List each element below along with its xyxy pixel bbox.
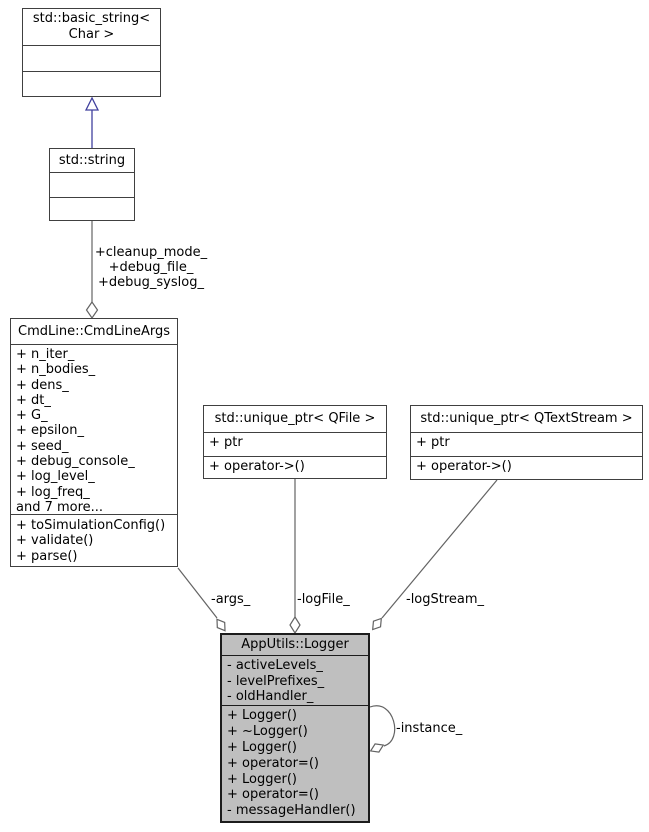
attributes-section: + n_iter_ + n_bodies_ + dens_ + dt_ + G_…	[11, 344, 177, 515]
methods-section: + operator->()	[204, 456, 386, 478]
member-item: + n_iter_	[16, 347, 75, 362]
instance-diamond-icon	[369, 743, 385, 753]
class-title: std::unique_ptr< QFile >	[214, 411, 376, 426]
member-item: + ~Logger()	[227, 724, 308, 740]
member-item: - oldHandler_	[227, 689, 314, 705]
class-cmdline-cmdlineargs[interactable]: CmdLine::CmdLineArgs + n_iter_ + n_bodie…	[10, 318, 178, 567]
methods-section: + toSimulationConfig() + validate() + pa…	[11, 514, 177, 566]
member-item: + epsilon_	[16, 423, 84, 439]
member-item: + seed_	[16, 438, 69, 454]
member-item: + operator=()	[227, 755, 319, 771]
class-std-string[interactable]: std::string	[49, 148, 135, 221]
member-item: - messageHandler()	[227, 803, 356, 819]
edge-label-logstream: -logStream_	[406, 592, 485, 607]
member-item: + log_freq_	[16, 484, 90, 500]
edge-label-line: +cleanup_mode_	[94, 245, 208, 260]
class-title: std::string	[58, 152, 126, 168]
member-item: - levelPrefixes_	[227, 673, 325, 689]
attributes-section	[23, 45, 160, 71]
member-item: + dt_	[16, 392, 51, 408]
edge-label-line: +debug_syslog_	[98, 275, 204, 290]
member-item: - activeLevels_	[227, 658, 323, 674]
member-item: + dens_	[16, 377, 69, 393]
logstream-edge-line	[381, 479, 498, 619]
logstream-diamond-icon	[372, 617, 382, 631]
member-item: + Logger()	[227, 740, 297, 756]
class-title: AppUtils::Logger	[241, 637, 349, 653]
member-item: + operator->()	[209, 459, 305, 474]
member-item-more: and 7 more...	[16, 499, 104, 515]
class-unique-ptr-qfile[interactable]: std::unique_ptr< QFile > + ptr + operato…	[203, 405, 387, 479]
class-std-basic-string[interactable]: std::basic_string< Char >	[22, 8, 161, 97]
member-item: + log_level_	[16, 469, 95, 485]
attributes-section: - activeLevels_ - levelPrefixes_ - oldHa…	[222, 655, 368, 705]
attributes-section: + ptr	[204, 432, 386, 456]
methods-section	[23, 71, 160, 96]
member-item: + operator=()	[227, 787, 319, 803]
attributes-section: + ptr	[411, 432, 642, 456]
args-edge-line	[177, 567, 218, 619]
member-item: + debug_console_	[16, 454, 135, 470]
member-item: + operator->()	[416, 459, 512, 474]
edge-label-line: +debug_file_	[108, 260, 194, 275]
edge-label-aggregation-members: +cleanup_mode_ +debug_file_ +debug_syslo…	[88, 245, 214, 290]
member-item: + G_	[16, 408, 48, 424]
class-apputils-logger[interactable]: AppUtils::Logger - activeLevels_ - level…	[220, 633, 370, 823]
member-item: + parse()	[16, 548, 78, 564]
class-title: CmdLine::CmdLineArgs	[18, 323, 170, 339]
methods-section: + operator->()	[411, 456, 642, 479]
edge-label-args: -args_	[211, 592, 251, 607]
member-item: + toSimulationConfig()	[16, 518, 166, 533]
edge-label-logfile: -logFile_	[297, 592, 350, 607]
instance-selfloop-line	[369, 705, 396, 747]
attributes-section	[50, 172, 134, 197]
aggregation-diamond-icon	[85, 300, 99, 320]
member-item: + Logger()	[227, 708, 297, 724]
member-item: + Logger()	[227, 771, 297, 787]
methods-section	[50, 197, 134, 220]
inheritance-arrowhead-icon	[84, 96, 100, 111]
class-title: std::basic_string< Char >	[32, 11, 151, 42]
member-item: + ptr	[209, 435, 243, 450]
member-item: + ptr	[416, 435, 450, 450]
logfile-diamond-icon	[289, 615, 301, 635]
args-diamond-icon	[216, 618, 226, 632]
class-unique-ptr-qtextstream[interactable]: std::unique_ptr< QTextStream > + ptr + o…	[410, 405, 643, 480]
member-item: + n_bodies_	[16, 362, 96, 378]
member-item: + validate()	[16, 533, 94, 549]
methods-section: + Logger() + ~Logger() + Logger() + oper…	[222, 705, 368, 821]
class-title: std::unique_ptr< QTextStream >	[420, 411, 633, 426]
edge-label-instance: -instance_	[396, 721, 463, 736]
